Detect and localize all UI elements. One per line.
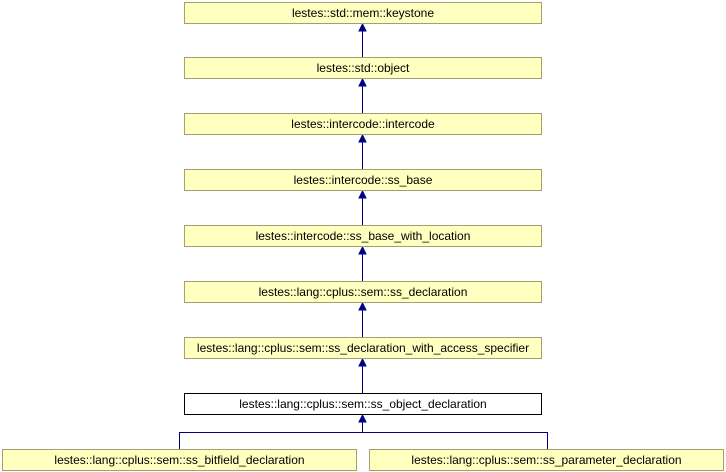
class-node-current-ss-object-declaration: lestes::lang::cplus::sem::ss_object_decl… xyxy=(184,393,542,415)
class-node-ss-parameter-declaration[interactable]: lestes::lang::cplus::sem::ss_parameter_d… xyxy=(369,449,724,471)
class-node-object[interactable]: lestes::std::object xyxy=(184,57,542,79)
class-node-ss-base[interactable]: lestes::intercode::ss_base xyxy=(184,169,542,191)
class-node-ss-bitfield-declaration[interactable]: lestes::lang::cplus::sem::ss_bitfield_de… xyxy=(2,449,357,471)
class-node-ss-declaration[interactable]: lestes::lang::cplus::sem::ss_declaration xyxy=(184,281,542,303)
class-node-ss-declaration-with-access-specifier[interactable]: lestes::lang::cplus::sem::ss_declaration… xyxy=(184,337,542,359)
class-node-ss-base-with-location[interactable]: lestes::intercode::ss_base_with_location xyxy=(184,225,542,247)
class-node-intercode[interactable]: lestes::intercode::intercode xyxy=(184,113,542,135)
class-node-keystone[interactable]: lestes::std::mem::keystone xyxy=(184,2,542,24)
